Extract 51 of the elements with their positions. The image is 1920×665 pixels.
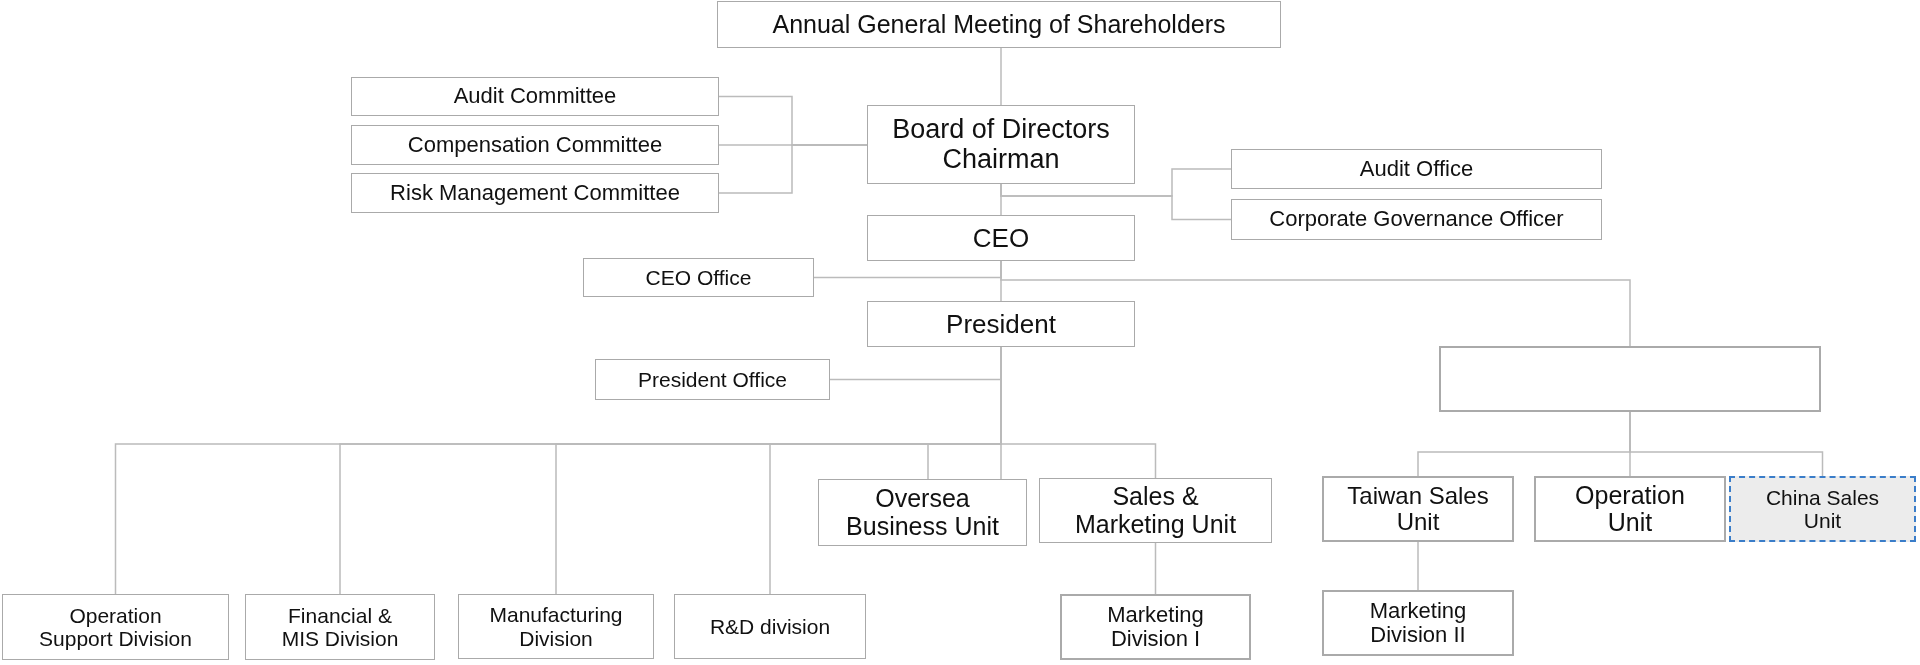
org-box: [1534, 476, 1726, 542]
box-label: Audit Committee: [453, 84, 617, 109]
connector-line: [1629, 411, 1824, 477]
box-label: Financial & MIS Division: [280, 603, 400, 651]
org-box: [717, 1, 1281, 48]
org-box: [818, 479, 1027, 546]
org-box: [1322, 590, 1514, 656]
box-label: CEO Office: [645, 265, 752, 290]
box-label: Operation Unit: [1574, 481, 1686, 537]
box-label: CEO: [972, 223, 1030, 253]
org-box: [867, 215, 1135, 261]
box-label: Marketing Division II: [1368, 598, 1468, 648]
org-box: [351, 77, 719, 116]
box-label: Annual General Meeting of Shareholders: [772, 10, 1226, 39]
org-box: [867, 301, 1135, 347]
connector-line: [1154, 542, 1157, 595]
box-label: Risk Management Committee: [390, 180, 680, 206]
box-label: President: [946, 309, 1056, 339]
org-box: [1231, 149, 1602, 189]
box-label: Taiwan Sales Unit: [1346, 482, 1490, 536]
org-box: [458, 594, 654, 659]
box-label: R&D division: [709, 614, 831, 639]
org-box: [867, 105, 1135, 184]
box-label: Operation Support Division: [38, 603, 193, 651]
org-box: [1060, 594, 1251, 660]
org-box: [1039, 478, 1272, 543]
connector-line: [1417, 541, 1419, 591]
box-label: Marketing Division I: [1106, 602, 1205, 652]
connector-line: [718, 144, 868, 194]
box-label: Oversea Business Unit: [845, 485, 1000, 540]
box-label: China Sales Unit: [1764, 485, 1881, 533]
org-box: [351, 173, 719, 213]
org-box: [2, 594, 229, 660]
org-box: [245, 594, 435, 660]
box-label: President Office: [638, 367, 787, 392]
connector-line: [1000, 183, 1002, 216]
box-label: Manufacturing Division: [488, 603, 624, 650]
box-label: Audit Office: [1359, 156, 1474, 182]
org-box: [595, 359, 830, 400]
org-box: [1322, 476, 1514, 542]
box-shape: [1439, 346, 1821, 412]
box-label: Corporate Governance Officer: [1269, 207, 1564, 232]
org-box: [1231, 199, 1602, 240]
org-box: [674, 594, 866, 659]
box-label: Compensation Committee: [407, 132, 663, 158]
org-box: [583, 258, 814, 297]
box-label: Board of Directors Chairman: [891, 114, 1111, 175]
connector-line: [1000, 47, 1002, 106]
org-box: [351, 125, 719, 165]
org-box: [1729, 476, 1916, 542]
box-label: Sales & Marketing Unit: [1073, 483, 1238, 538]
